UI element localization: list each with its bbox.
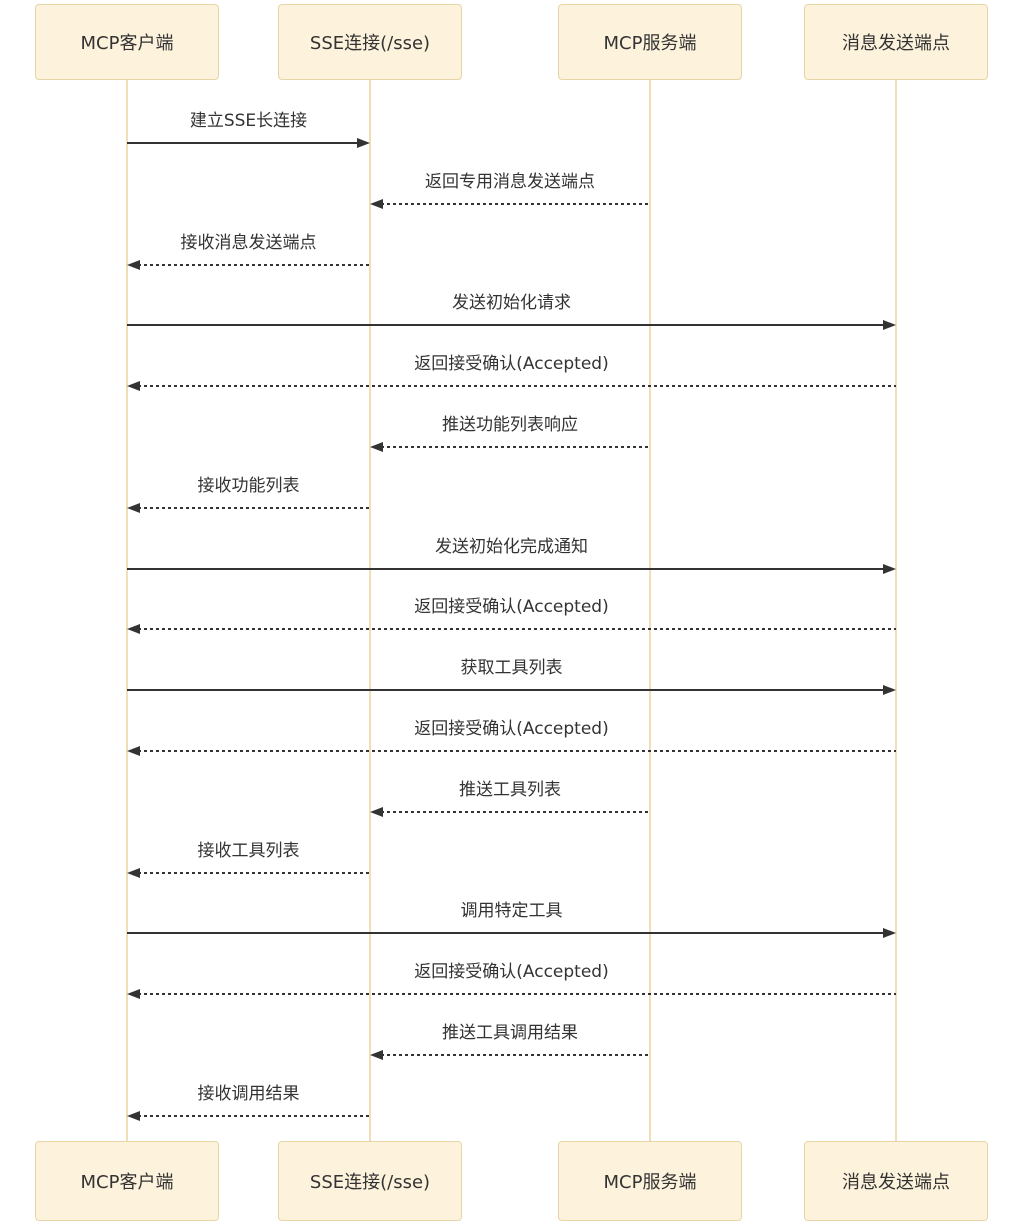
arrowhead-icon: [127, 989, 140, 999]
message-line: [381, 203, 650, 205]
actor-box-top-server: MCP服务端: [558, 4, 742, 80]
arrowhead-icon: [883, 928, 896, 938]
message-label: 返回专用消息发送端点: [421, 170, 599, 194]
message-line: [138, 628, 896, 630]
arrowhead-icon: [127, 868, 140, 878]
message-label: 调用特定工具: [456, 899, 567, 923]
message-line: [127, 142, 359, 144]
message-label: 返回接受确认(Accepted): [410, 352, 613, 376]
message-line: [381, 1054, 650, 1056]
message-label: 建立SSE长连接: [185, 109, 312, 133]
arrowhead-icon: [883, 685, 896, 695]
message-line: [138, 750, 896, 752]
lifeline-server: [649, 78, 651, 1143]
actor-box-bottom-endpoint: 消息发送端点: [804, 1141, 988, 1221]
arrowhead-icon: [127, 503, 140, 513]
arrowhead-icon: [127, 1111, 140, 1121]
arrowhead-icon: [883, 320, 896, 330]
message-label: 推送工具列表: [455, 778, 565, 802]
arrowhead-icon: [370, 199, 383, 209]
lifeline-client: [126, 78, 128, 1143]
actor-box-top-client: MCP客户端: [35, 4, 219, 80]
message-label: 推送功能列表响应: [438, 413, 582, 437]
message-line: [127, 324, 885, 326]
lifeline-endpoint: [895, 78, 897, 1143]
arrowhead-icon: [127, 746, 140, 756]
message-line: [138, 507, 370, 509]
arrowhead-icon: [370, 807, 383, 817]
message-label: 获取工具列表: [456, 656, 567, 680]
message-line: [138, 1115, 370, 1117]
actor-box-top-endpoint: 消息发送端点: [804, 4, 988, 80]
message-line: [138, 993, 896, 995]
message-label: 返回接受确认(Accepted): [410, 960, 613, 984]
message-label: 返回接受确认(Accepted): [410, 595, 613, 619]
message-label: 接收消息发送端点: [176, 231, 321, 255]
actor-box-top-sse: SSE连接(/sse): [278, 4, 462, 80]
message-line: [138, 264, 370, 266]
message-label: 接收调用结果: [193, 1082, 304, 1106]
message-line: [127, 568, 885, 570]
arrowhead-icon: [883, 564, 896, 574]
actor-box-bottom-client: MCP客户端: [35, 1141, 219, 1221]
message-label: 接收功能列表: [193, 474, 304, 498]
actor-box-bottom-server: MCP服务端: [558, 1141, 742, 1221]
arrowhead-icon: [370, 442, 383, 452]
arrowhead-icon: [127, 260, 140, 270]
message-label: 推送工具调用结果: [438, 1021, 582, 1045]
actor-box-bottom-sse: SSE连接(/sse): [278, 1141, 462, 1221]
message-line: [138, 872, 370, 874]
lifeline-sse: [369, 78, 371, 1143]
arrowhead-icon: [127, 624, 140, 634]
message-label: 发送初始化请求: [448, 291, 575, 315]
message-line: [127, 932, 885, 934]
message-line: [381, 446, 650, 448]
message-label: 返回接受确认(Accepted): [410, 717, 613, 741]
arrowhead-icon: [370, 1050, 383, 1060]
message-label: 发送初始化完成通知: [431, 535, 592, 559]
arrowhead-icon: [127, 381, 140, 391]
message-line: [138, 385, 896, 387]
message-line: [381, 811, 650, 813]
message-line: [127, 689, 885, 691]
message-label: 接收工具列表: [193, 839, 304, 863]
arrowhead-icon: [357, 138, 370, 148]
